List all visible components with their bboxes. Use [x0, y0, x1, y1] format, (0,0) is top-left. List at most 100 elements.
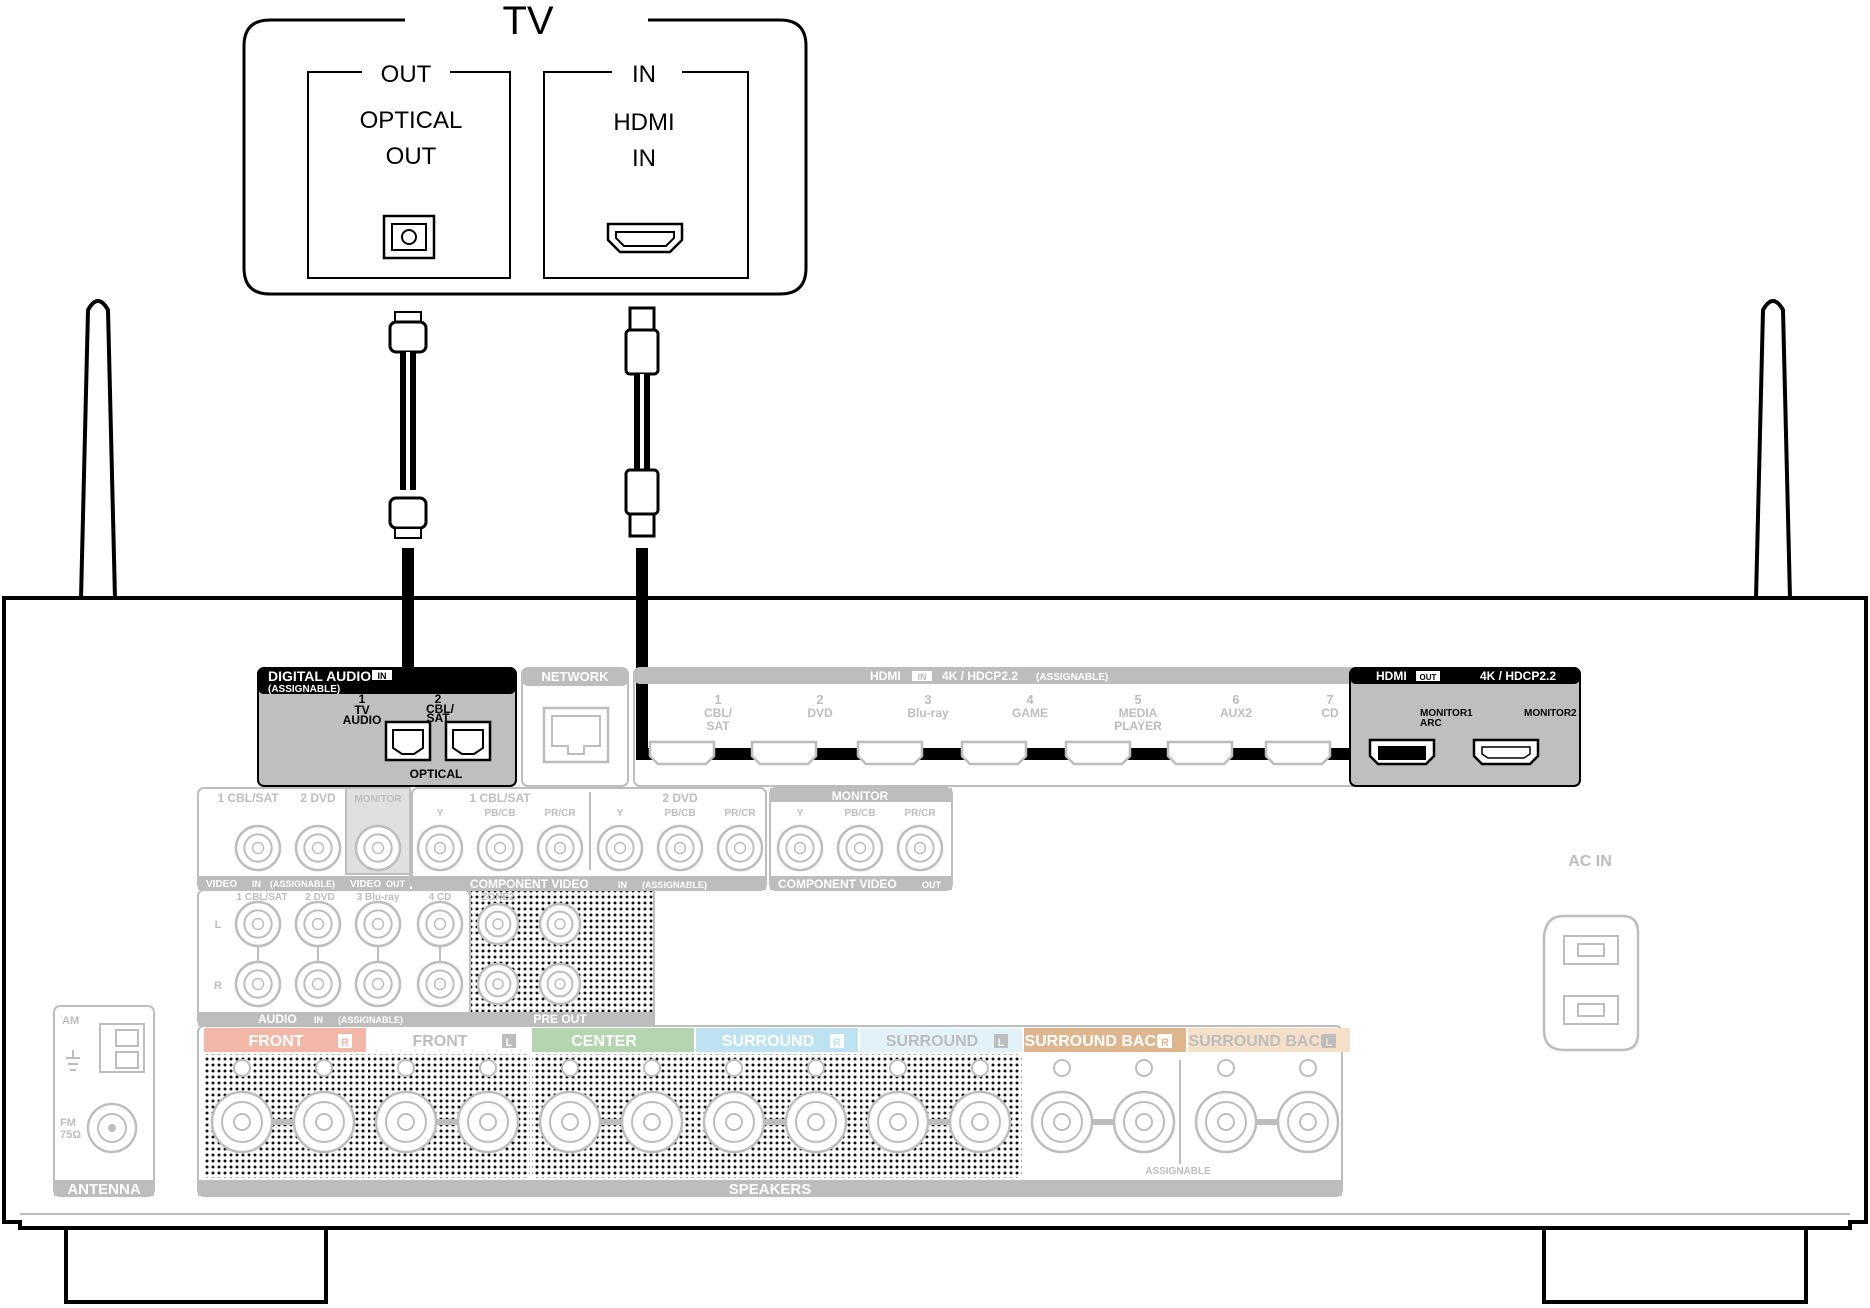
am-terminal[interactable] [99, 1023, 145, 1073]
video-monitor-label: MONITOR [354, 794, 402, 805]
pre-out-zone2-l-jack[interactable] [476, 902, 520, 946]
audio-ch3: 3 Blu-ray [357, 892, 400, 903]
audio-in-r-jack-1[interactable] [234, 960, 282, 1008]
hdmi-in-port-7[interactable] [1264, 740, 1332, 766]
digital-audio-in-badge: IN [378, 671, 387, 681]
ac-in-panel: AC IN [1542, 853, 1640, 1052]
hdmi-in-port-5[interactable] [1064, 740, 1132, 766]
component-in-pb-2: PB/CB [664, 808, 695, 819]
component-out-pb: PB/CB [844, 808, 875, 819]
component-in-jack-6[interactable] [716, 824, 764, 872]
speaker-terminal-5-minus[interactable] [948, 1059, 1012, 1154]
optical-label: OPTICAL [410, 767, 463, 781]
audio-in-badge: IN [314, 1015, 323, 1025]
video-in-1: 1 CBL/SAT [217, 791, 279, 805]
hdmi-in-port-4[interactable] [960, 740, 1028, 766]
hdmi-in-port-1[interactable] [648, 740, 716, 766]
speakers-footer: SPEAKERS [729, 1181, 812, 1198]
optical-port1-name-b: AUDIO [343, 713, 382, 727]
hdmi-out-badge: OUT [1420, 673, 1437, 682]
hdmi-in-name2-5: PLAYER [1114, 719, 1162, 733]
component-in-jack-4[interactable] [596, 824, 644, 872]
video-monitor-out-jack[interactable] [354, 824, 402, 872]
component-in-assignable: (ASSIGNABLE) [642, 880, 707, 890]
video-footer: VIDEO [206, 879, 237, 890]
tv-hdmi-label-1: HDMI [613, 109, 674, 136]
optical-in-port-1[interactable] [384, 720, 432, 762]
hdmi-in-port-6[interactable] [1166, 740, 1234, 766]
component-in-jack-3[interactable] [536, 824, 584, 872]
hdmi-in-port-2[interactable] [750, 740, 818, 766]
tv-optical-label-1: OPTICAL [360, 107, 463, 134]
hdmi-in-assignable: (ASSIGNABLE) [1036, 672, 1108, 683]
hdmi-in-port-3[interactable] [856, 740, 924, 766]
component-in-jack-1[interactable] [416, 824, 464, 872]
speaker-terminal-1-minus[interactable] [292, 1059, 356, 1154]
optical-in-port-2[interactable] [444, 720, 492, 762]
speaker-group-name-7: SURROUND BACK [1188, 1033, 1332, 1050]
speaker-terminal-6-minus[interactable] [1112, 1059, 1176, 1154]
speaker-terminal-7-minus[interactable] [1276, 1059, 1340, 1154]
speaker-terminal-2-plus[interactable] [374, 1059, 438, 1154]
video-in-jack-2[interactable] [294, 824, 342, 872]
audio-in-r-jack-2[interactable] [294, 960, 342, 1008]
audio-footer: AUDIO [258, 1012, 297, 1026]
ac-inlet[interactable] [1542, 914, 1640, 1052]
tv-hdmi-in-port[interactable] [606, 222, 684, 254]
pre-out-zone2-r-jack[interactable] [476, 962, 520, 1006]
audio-in-l-jack-4[interactable] [416, 900, 464, 948]
component-in-jack-5[interactable] [656, 824, 704, 872]
video-in-jack-1[interactable] [234, 824, 282, 872]
speaker-terminal-7-plus[interactable] [1194, 1059, 1258, 1154]
monitor1-label-b: ARC [1420, 718, 1442, 729]
audio-in-l-jack-3[interactable] [354, 900, 402, 948]
speaker-group-3: CENTER [532, 1028, 694, 1178]
component-out-jack-3[interactable] [896, 824, 944, 872]
component-out-jack-1[interactable] [776, 824, 824, 872]
component-in-jack-2[interactable] [476, 824, 524, 872]
pre-out-sub-jack-1[interactable] [538, 902, 582, 946]
hdmi-in-num-4: 4 [1026, 692, 1034, 707]
speaker-group-name-5: SURROUND [886, 1033, 978, 1050]
tv-box: TV OUT OPTICAL OUT IN HDMI IN [242, 0, 808, 296]
speaker-terminal-5-plus[interactable] [866, 1059, 930, 1154]
digital-audio-assignable: (ASSIGNABLE) [268, 684, 340, 695]
speaker-terminal-3-minus[interactable] [620, 1059, 684, 1154]
pre-out-sub-jack-2[interactable] [538, 962, 582, 1006]
audio-in-l-jack-2[interactable] [294, 900, 342, 948]
speaker-group-side-1: R [341, 1037, 349, 1049]
speaker-terminal-4-plus[interactable] [702, 1059, 766, 1154]
network-panel: NETWORK [521, 667, 629, 787]
hdmi-in-spec: 4K / HDCP2.2 [942, 669, 1018, 683]
digital-audio-panel: DIGITAL AUDIO IN (ASSIGNABLE) 1 TV AUDIO… [257, 667, 517, 787]
speaker-group-side-4: R [833, 1037, 841, 1049]
audio-in-l-jack-1[interactable] [234, 900, 282, 948]
speaker-group-side-5: L [998, 1037, 1005, 1049]
antenna-footer: ANTENNA [67, 1181, 140, 1198]
component-in-panel: 1 CBL/SAT 2 DVD Y PB/CB PR/CR Y PB/CB PR… [411, 787, 767, 891]
audio-in-r-jack-4[interactable] [416, 960, 464, 1008]
fm-terminal[interactable] [86, 1102, 138, 1154]
speaker-group-name-2: FRONT [412, 1033, 467, 1050]
ethernet-port[interactable] [542, 706, 610, 764]
tv-optical-out-port[interactable] [382, 214, 436, 260]
hdmi-in-num-6: 6 [1232, 692, 1239, 707]
component-out-footer: COMPONENT VIDEO [778, 877, 897, 891]
video-out-badge: OUT [386, 879, 406, 889]
audio-in-r-jack-3[interactable] [354, 960, 402, 1008]
component-out-badge: OUT [922, 880, 942, 890]
component-out-jack-2[interactable] [836, 824, 884, 872]
speaker-terminal-1-plus[interactable] [210, 1059, 274, 1154]
tv-title: TV [502, 0, 553, 43]
component-in-1: 1 CBL/SAT [469, 791, 531, 805]
hdmi-out-spec: 4K / HDCP2.2 [1480, 669, 1556, 683]
hdmi-in-badge: IN [918, 672, 927, 682]
audio-l: L [215, 919, 222, 931]
video-in-2: 2 DVD [300, 791, 336, 805]
tv-in-header: IN [632, 61, 656, 88]
speaker-terminal-6-plus[interactable] [1030, 1059, 1094, 1154]
speaker-terminal-2-minus[interactable] [456, 1059, 520, 1154]
hdmi-out-monitor2-port[interactable] [1472, 738, 1540, 766]
